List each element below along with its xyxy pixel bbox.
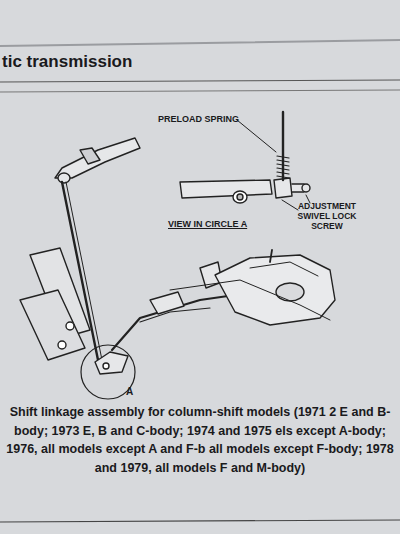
callout-letter: A	[126, 386, 133, 398]
part-label: PRELOAD SPRING	[158, 114, 239, 124]
section-title: tic transmission	[2, 52, 132, 72]
view-label: VIEW IN CIRCLE A	[168, 219, 247, 229]
figure-caption: Shift linkage assembly for column-shift …	[2, 403, 398, 477]
part-label: ADJUSTMENT SWIVEL LOCK SCREW	[286, 202, 368, 231]
